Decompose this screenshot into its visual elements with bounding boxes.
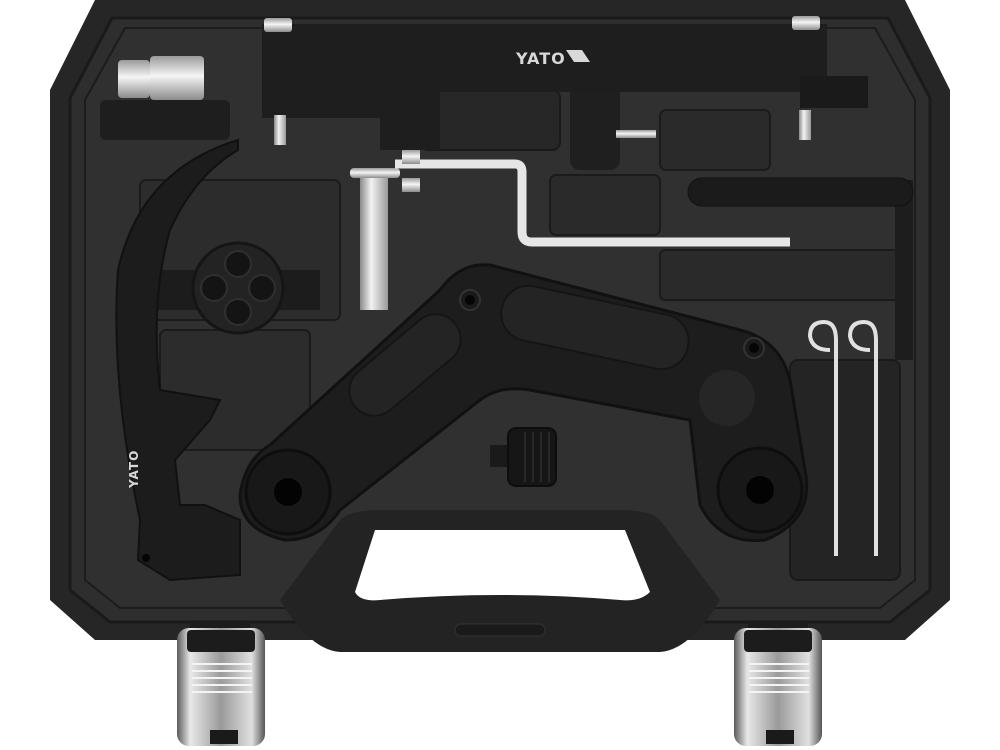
camshaft-locking-bar: YATO (262, 16, 868, 150)
s-shaped-rod (395, 150, 790, 247)
yato-logo-top: YATO (515, 49, 566, 68)
yato-logo-mark-icon (566, 50, 590, 62)
threaded-adapter (490, 427, 557, 487)
case-handle (280, 510, 720, 652)
counterhold-tool (238, 263, 809, 543)
right-latch (734, 622, 822, 746)
pin-with-bracket (350, 168, 400, 310)
left-latch (177, 622, 265, 746)
yato-logo-side: YATO (127, 450, 141, 489)
four-hole-disc (191, 241, 285, 335)
socket-adapter (118, 56, 204, 100)
long-pin (687, 177, 914, 207)
crank-holder-arc: YATO (115, 138, 241, 582)
locking-pins (807, 319, 878, 556)
